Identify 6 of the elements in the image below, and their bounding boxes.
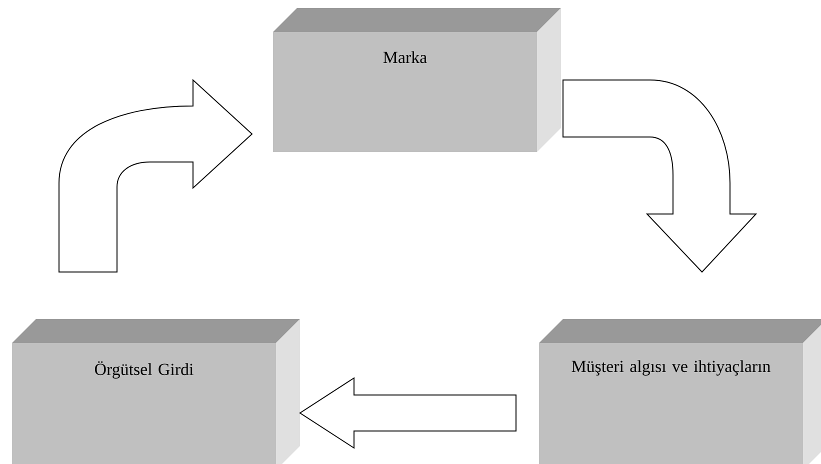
- box-3d: Müşteri algısı ve ihtiyaçların: [539, 319, 821, 464]
- block-arrow: [58, 80, 252, 272]
- box-3d: Marka: [273, 8, 561, 152]
- block-arrow: [299, 377, 516, 449]
- box-3d: Örgütsel Girdi: [12, 319, 300, 464]
- block-arrow: [562, 80, 756, 272]
